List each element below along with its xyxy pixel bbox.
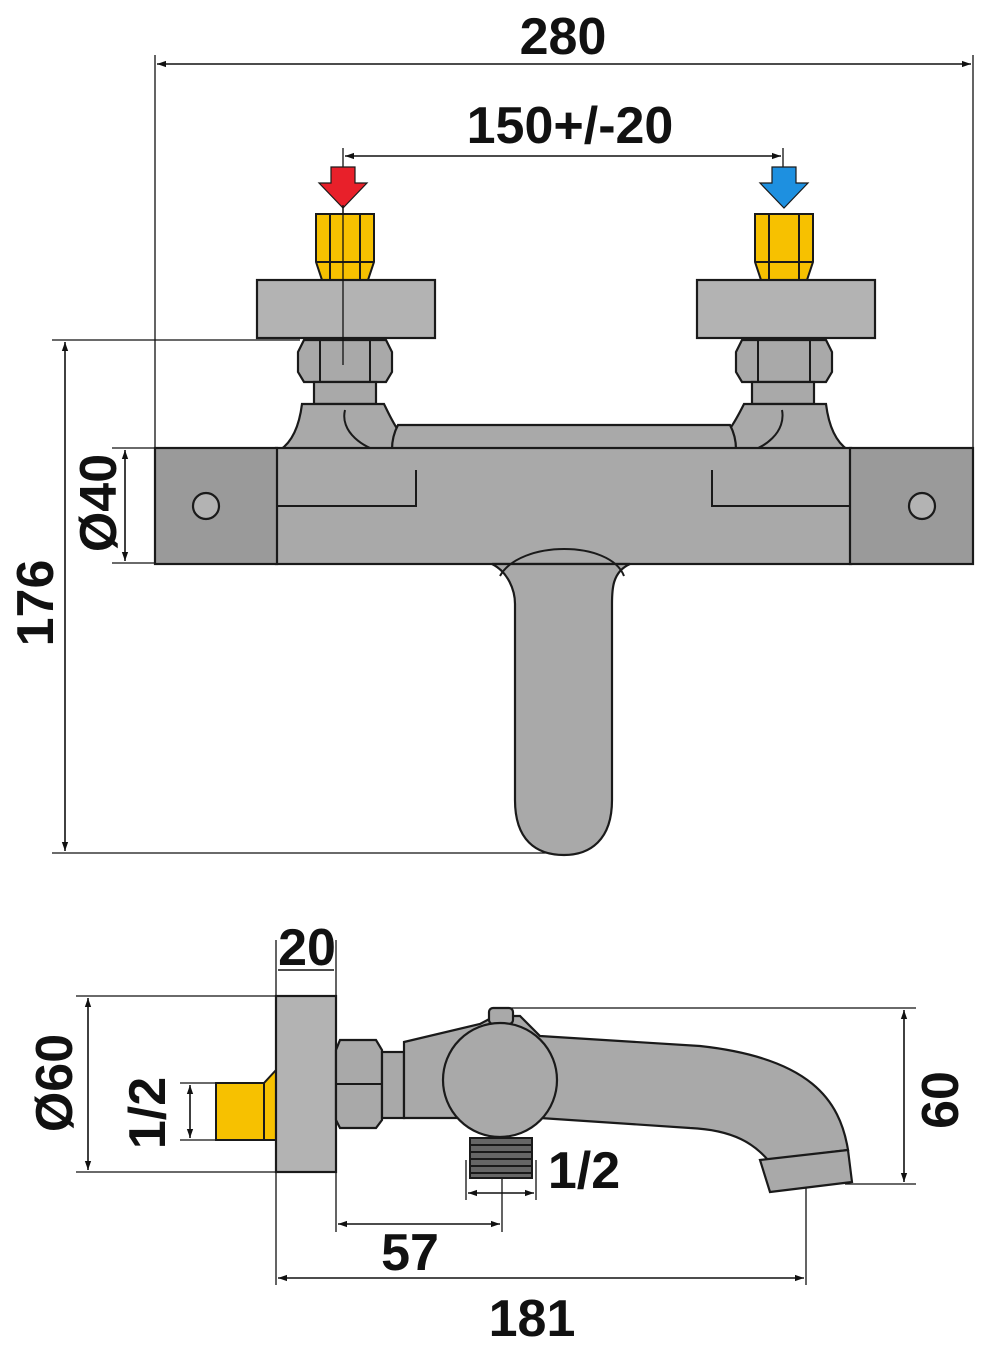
right-wall-flange	[695, 278, 877, 340]
dim-outlet-thread: 1/2	[548, 1142, 620, 1200]
dim-inlet-spacing: 150+/-20	[467, 97, 674, 155]
cold-water-arrow-icon	[758, 166, 810, 209]
left-wall-flange	[255, 278, 437, 340]
dim-flange-depth: 20	[278, 919, 336, 977]
hot-inlet-fitting	[315, 213, 375, 281]
side-wall-flange	[274, 994, 338, 1174]
side-inlet-fitting	[215, 1067, 277, 1141]
dim-overall-depth: 181	[489, 1290, 576, 1348]
left-handle-dot-icon	[191, 491, 221, 521]
right-handle-dot-icon	[907, 491, 937, 521]
dim-outlet-offset: 57	[381, 1224, 439, 1282]
side-knob	[441, 1021, 559, 1139]
hot-water-arrow-icon	[317, 166, 369, 209]
dim-overall-width: 280	[520, 8, 607, 66]
side-view: 20 Ø60 1/2 1/2 57 60 181	[26, 919, 970, 1348]
right-nut	[734, 338, 834, 384]
dim-overall-height: 176	[7, 560, 65, 647]
left-nut	[296, 338, 394, 384]
dim-body-diameter: Ø40	[70, 454, 128, 552]
dim-side-height: 60	[912, 1071, 970, 1129]
dim-inlet-thread: 1/2	[119, 1077, 177, 1149]
spout	[491, 562, 631, 857]
front-view: 280 150+/-20 176 Ø40	[7, 8, 975, 857]
cold-inlet-fitting	[754, 213, 814, 281]
side-spout-tip	[758, 1148, 854, 1194]
dim-flange-diameter: Ø60	[26, 1034, 84, 1132]
outlet-thread-icon	[469, 1137, 533, 1179]
